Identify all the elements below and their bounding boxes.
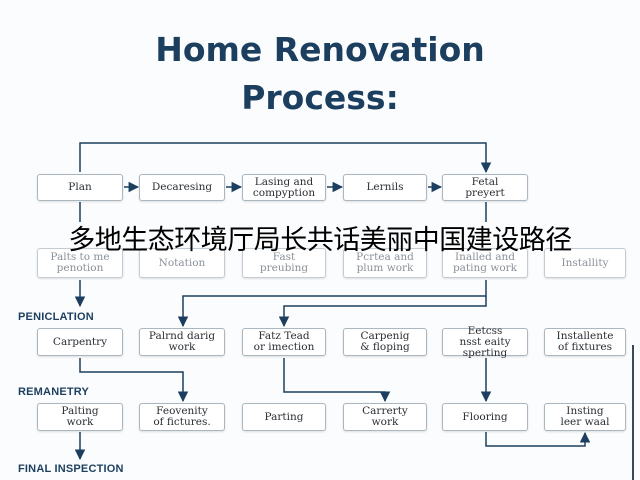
node-pcrtea-plum-work: Pcrtea and plum work [343, 248, 427, 278]
node-plan: Plan [37, 174, 123, 201]
edge-flooring-to-insting [485, 431, 591, 447]
node-decaresing: Decaresing [139, 174, 225, 201]
node-fast-preubing: Fast preubing [242, 248, 326, 278]
node-carrerty-work: Carrerty work [343, 403, 427, 431]
section-label-remanetry: REMANETRY [18, 386, 90, 398]
edge-inalled-to-palrnd [177, 280, 487, 328]
edge-carpentry-to-feovenity [79, 358, 189, 403]
right-edge-line [632, 345, 634, 480]
node-feovenity-fictures: Feovenity of fictures. [139, 403, 225, 431]
section-label-peniclation: PENICLATION [18, 311, 94, 323]
node-parting: Parting [242, 403, 326, 431]
diagram-title-line-2: Process: [241, 78, 399, 117]
node-palrnd-darig-work: Palrnd darig work [139, 328, 225, 356]
node-installity: Installity [544, 248, 626, 278]
edge-to-fatz [278, 296, 487, 328]
connector-lines [74, 142, 591, 461]
node-installente-fixtures: Installente of fixtures [544, 328, 626, 356]
section-label-final-inspection: FINAL INSPECTION [18, 463, 124, 475]
node-carpenig-floping: Carpenig & floping [343, 328, 427, 356]
node-inalled-pating-work: Inalled and pating work [442, 248, 528, 278]
node-carpentry: Carpentry [37, 328, 123, 356]
node-lasing-compyption: Lasing and compyption [242, 174, 326, 201]
diagram-title-line-1: Home Renovation [155, 30, 485, 69]
node-palts-penotion: Palts to me penotion [37, 248, 123, 278]
node-eetcss-sperting: Eetcss nsst eaity sperting [442, 325, 528, 358]
edge-top-loop [79, 142, 492, 174]
node-fatz-tead: Fatz Tead or imection [242, 328, 326, 356]
node-notation: Notation [139, 248, 225, 278]
overlay-caption: 多地生态环境厅局长共话美丽中国建设路径 [68, 225, 572, 256]
node-flooring: Flooring [442, 403, 528, 431]
node-lernils: Lernils [343, 174, 427, 201]
node-palting-work: Palting work [37, 403, 123, 431]
edge-fatz-to-carrerty [283, 358, 391, 403]
node-insting-leer-waal: Insting leer waal [544, 403, 626, 431]
node-fetal-preyert: Fetal preyert [442, 174, 528, 201]
